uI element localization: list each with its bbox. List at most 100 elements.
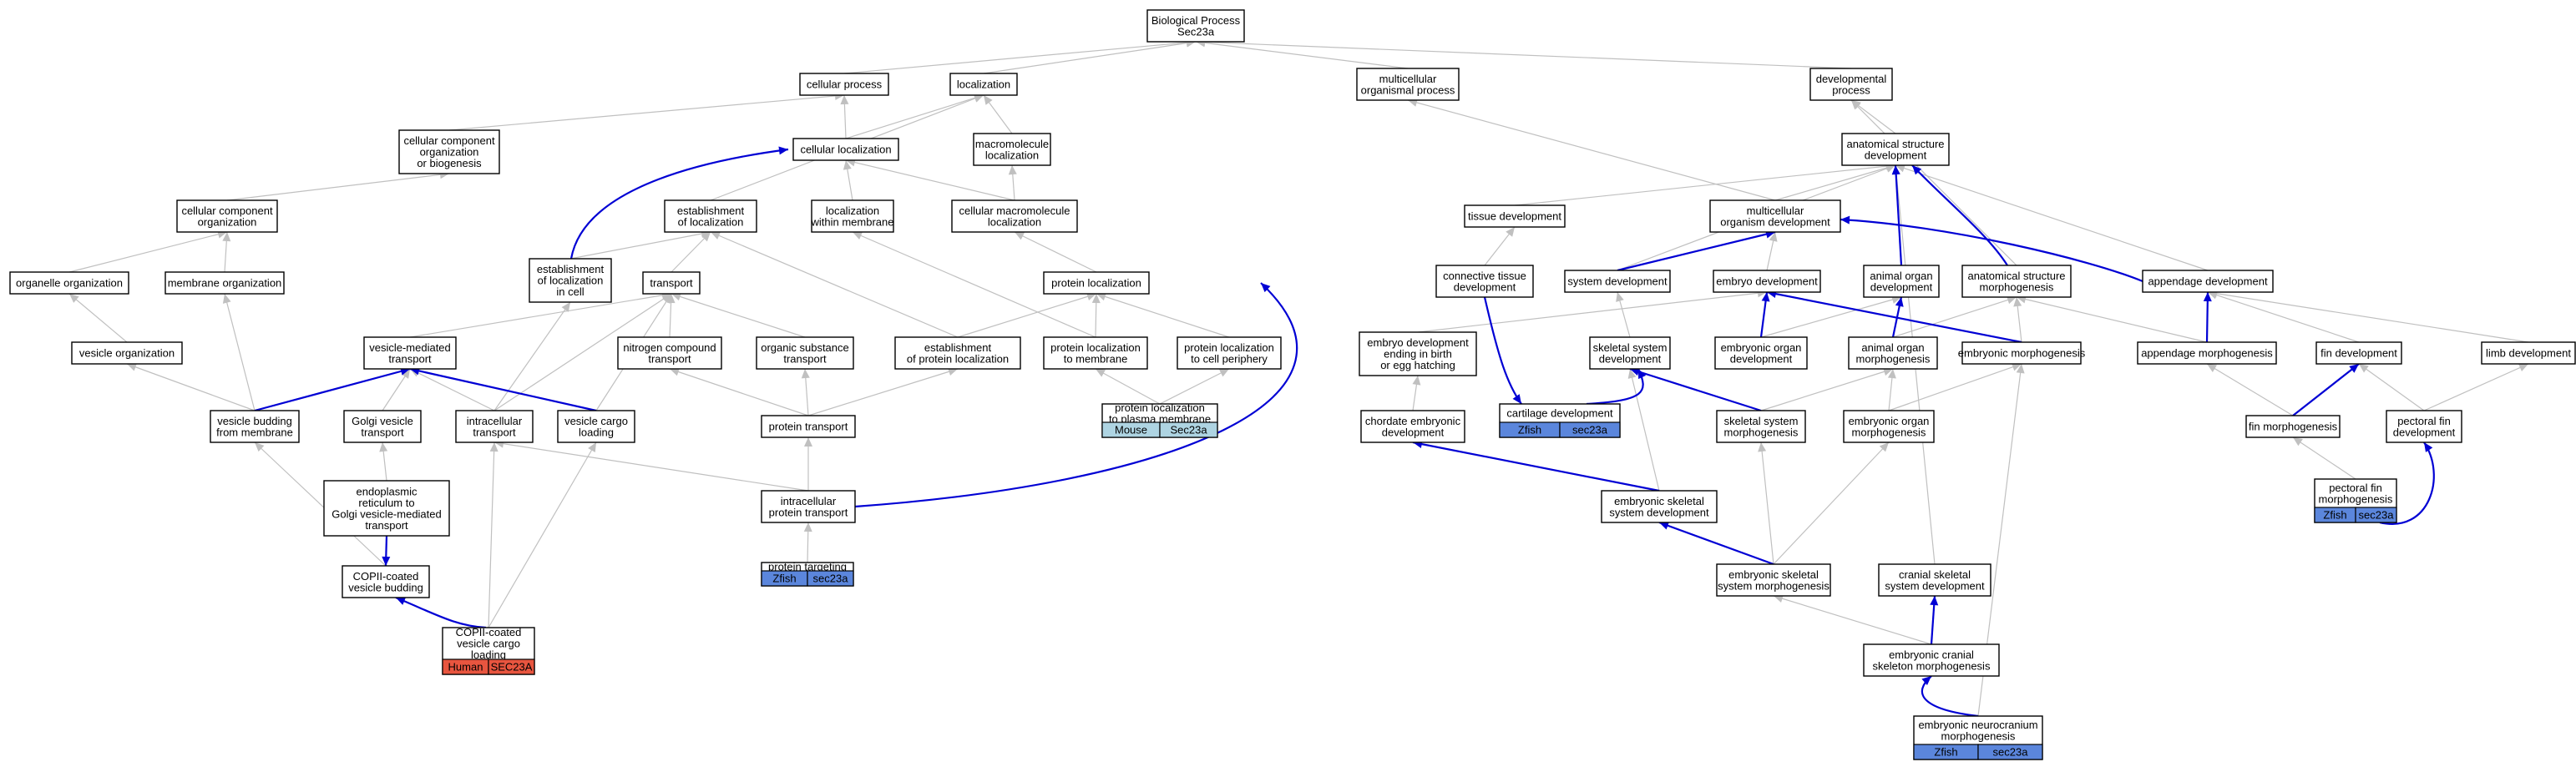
go-term-box [1359,331,1477,376]
go-term-transport[interactable]: transport [642,271,701,295]
go-term-protloc[interactable]: protein localization [1043,271,1150,295]
edge-copiicargo-to-intracell-arrowhead [489,442,498,452]
go-term-label: ending in birth [1384,348,1452,361]
go-term-box [323,480,450,537]
edge-loc-to-bp [983,41,1197,74]
edge-intraprot-to-protloc-arrowhead [1261,283,1271,293]
go-term-prottrans[interactable]: protein transport [761,415,856,438]
edge-cellloc-to-loc [845,94,984,139]
go-term-cellproc[interactable]: cellular process [799,73,889,96]
go-term-box [557,410,635,443]
species-tag-label: Sec23a [1170,424,1207,436]
edge-vesorg-to-orgorg [68,293,128,343]
go-term-embdev[interactable]: embryo development [1713,270,1821,293]
go-term-label: multicellular [1747,204,1804,217]
go-term-appdev[interactable]: appendage development [2142,270,2274,293]
edge-copiibud-to-vesbud [254,441,387,567]
edge-pectmorph-to-finmorph-arrowhead [2293,437,2303,447]
edge-emborgdev-to-embdev-arrowhead [1761,292,1770,302]
go-term-label: development [1870,280,1933,293]
go-term-finmorph[interactable]: fin morphogenesis [2245,415,2341,438]
go-term-label: COPII-coated [353,570,419,583]
go-term-label: anatomical structure [1846,138,1944,150]
go-term-cellloc[interactable]: cellular localization [792,138,899,161]
go-term-box [1878,563,1991,597]
go-term-label: establishment [924,341,992,354]
go-term-embmorph[interactable]: embryonic morphogenesis [1958,341,2086,365]
edge-animorgmorph-to-anatmorph [1892,296,2017,338]
go-term-orgorg[interactable]: organelle organization [9,271,129,295]
edge-transport-to-estloc-arrowhead [701,232,711,242]
go-term-sysdev[interactable]: system development [1564,270,1671,293]
edge-appmorph-to-appdev-arrowhead [2203,292,2212,302]
go-term-label: cranial skeletal [1899,568,1971,581]
go-term-vesorg[interactable]: vesicle organization [71,341,183,365]
edge-locmem-to-cellloc-arrowhead [843,160,852,170]
go-term-appmorph[interactable]: appendage morphogenesis [2137,341,2277,365]
go-term-label: from membrane [216,426,293,438]
go-term-label: organization [420,146,479,159]
go-term-label: appendage morphogenesis [2141,347,2273,360]
go-term-box [1360,410,1465,443]
edge-embmorph-to-anatmorph-arrowhead [2013,297,2022,307]
go-term-loc[interactable]: localization [949,73,1018,96]
go-term-tissuedev[interactable]: tissue development [1464,204,1566,228]
go-term-embneuro[interactable]: embryonic neurocraniummorphogenesisZfish… [1913,715,2043,760]
go-term-label: development [1730,352,1793,365]
go-term-label: system development [1567,275,1668,288]
go-term-limbdev[interactable]: limb development [2481,341,2576,365]
go-term-memorg[interactable]: membrane organization [164,271,285,295]
go-term-box [1809,68,1893,101]
go-term-label: morphogenesis [2319,492,2393,505]
edge-ergolgi-to-copiibud-arrowhead [382,556,391,566]
go-term-findev[interactable]: fin development [2315,341,2402,365]
edge-emborgmorph-to-embmorph [1888,363,2022,411]
edge-intracell-to-vesmed [409,368,495,411]
